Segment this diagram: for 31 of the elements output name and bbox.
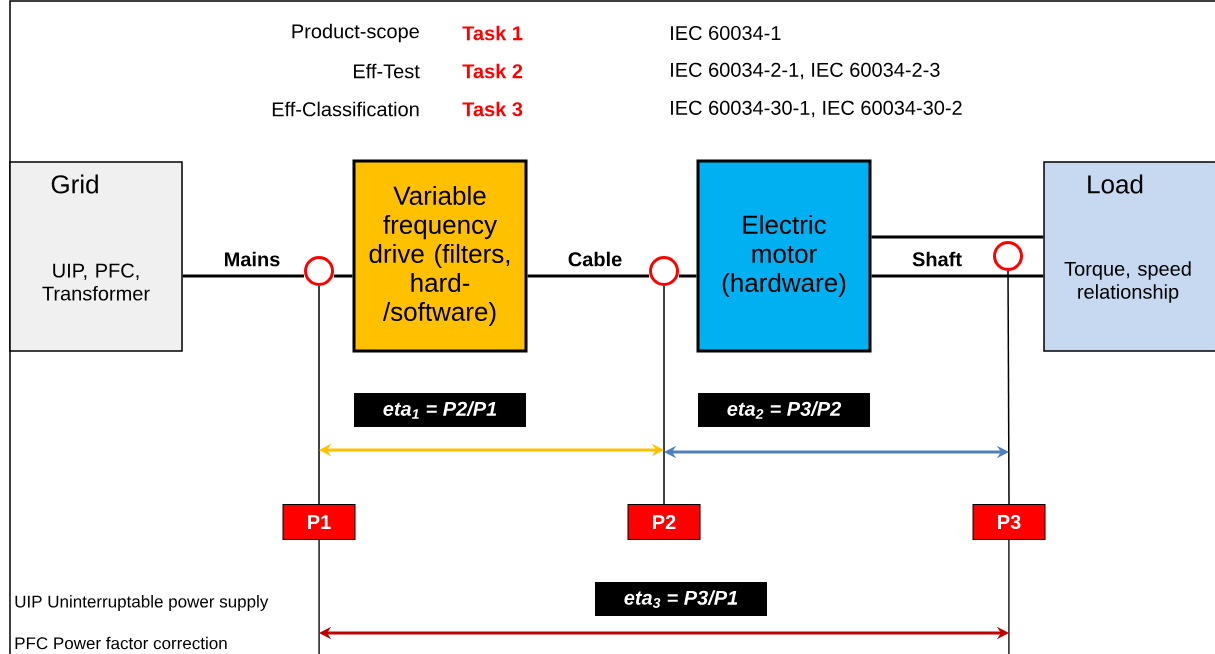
drive-box: Variable frequency drive (filters, hard- /software) [352,159,528,353]
scope-label: Eff-Test [354,63,420,79]
connector-line [318,285,320,505]
connector-line [663,285,665,505]
scope-label: Product-scope [292,23,419,43]
standard-label: IEC 60034-30-1, IEC 60034-30-2 [671,100,962,118]
formula-label: eta$_{1}$ = P2/P1 [354,393,526,427]
formula-label: eta$_{2}$ = P3/P2 [698,393,870,427]
connector-line [679,274,697,278]
motor-box: Electric motor (hardware) [696,159,872,353]
edge-label: Mains [222,250,282,268]
connector-line [334,274,353,278]
measuring-circle [649,256,679,286]
task-label: Task 3 [462,101,523,117]
formula-label: eta$_{3}$ = P3/P1 [595,582,767,616]
scope-label: Eff-Classification [272,101,419,117]
grid-box: Grid UIP, PFC, Transformer [9,161,183,352]
measuring-circle [304,256,334,286]
edge-label: Shaft [911,250,963,268]
task-label: Task 1 [462,25,523,41]
connector-line [182,274,304,278]
connector-line [870,235,1045,278]
task-label: Task 2 [462,63,523,79]
connector-line [527,274,649,278]
standard-label: IEC 60034-2-1, IEC 60034-2-3 [671,62,940,80]
abbreviation-note: PFC Power factor correction [15,636,227,650]
standard-label: IEC 60034-1 [671,25,781,41]
measuring-circle [993,241,1023,271]
load-box: Load Torque, speed relationship [1043,161,1215,352]
edge-label: Cable [566,250,624,268]
connector-line [1007,270,1010,505]
